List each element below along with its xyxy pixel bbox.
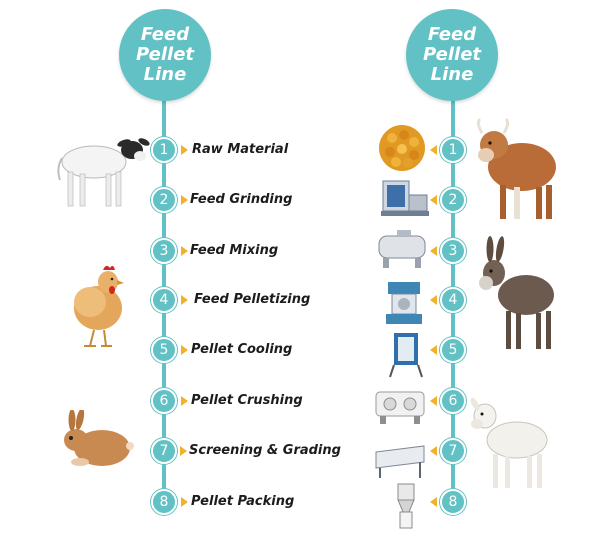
right-title-circle: Feed Pellet Line (406, 9, 498, 101)
cooler-machine (386, 329, 426, 381)
left-step-7-arrow (180, 446, 187, 456)
right-step-3-arrow (430, 246, 437, 256)
left-step-6-number: 6 (151, 388, 177, 414)
left-step-5-label: Pellet Cooling (191, 342, 292, 357)
right-step-2-arrow (430, 195, 437, 205)
cow-illustration (470, 115, 566, 223)
goat-illustration (465, 392, 555, 492)
left-title-line-2: Pellet (136, 45, 194, 65)
left-step-1-number: 1 (151, 137, 177, 163)
donkey-illustration (476, 235, 560, 353)
left-step-7-label: Screening & Grading (189, 443, 341, 458)
right-step-1-arrow (430, 145, 437, 155)
left-step-4-arrow (181, 295, 188, 305)
corn-kernels-image (378, 124, 426, 172)
mixer-machine (375, 228, 431, 272)
left-title-line-1: Feed (141, 25, 189, 45)
left-step-4-number: 4 (151, 287, 177, 313)
left-step-8-arrow (181, 497, 188, 507)
right-title-line-2: Pellet (423, 45, 481, 65)
left-title-line-3: Line (144, 65, 187, 85)
left-step-2-number: 2 (151, 187, 177, 213)
calf-illustration (52, 128, 152, 213)
hammer-mill-machine (377, 177, 431, 221)
left-step-8-label: Pellet Packing (191, 494, 294, 509)
right-step-5-arrow (430, 345, 437, 355)
right-step-6-arrow (430, 396, 437, 406)
left-step-3-label: Feed Mixing (190, 243, 278, 258)
pellet-mill-machine (380, 278, 428, 328)
right-step-2-number: 2 (440, 187, 466, 213)
left-step-6-label: Pellet Crushing (191, 393, 303, 408)
left-step-4-label: Feed Pelletizing (194, 292, 310, 307)
right-step-3-number: 3 (440, 238, 466, 264)
packing-machine (388, 482, 422, 532)
rabbit-illustration (58, 410, 134, 470)
screener-machine (370, 440, 430, 480)
left-step-2-label: Feed Grinding (190, 192, 292, 207)
left-step-1-label: Raw Material (192, 142, 288, 157)
right-step-6-number: 6 (440, 388, 466, 414)
left-step-3-arrow (181, 246, 188, 256)
right-step-7-arrow (430, 446, 437, 456)
right-title-line-1: Feed (428, 25, 476, 45)
left-title-circle: Feed Pellet Line (119, 9, 211, 101)
chicken-illustration (68, 260, 136, 352)
left-step-8-number: 8 (151, 489, 177, 515)
left-step-5-arrow (181, 345, 188, 355)
right-title-line-3: Line (431, 65, 474, 85)
left-step-7-number: 7 (151, 438, 177, 464)
right-step-7-number: 7 (440, 438, 466, 464)
left-step-2-arrow (181, 195, 188, 205)
right-step-8-arrow (430, 497, 437, 507)
right-step-8-number: 8 (440, 489, 466, 515)
right-step-4-number: 4 (440, 287, 466, 313)
crumbler-machine (372, 384, 430, 426)
left-step-5-number: 5 (151, 337, 177, 363)
left-step-1-arrow (181, 145, 188, 155)
right-step-4-arrow (430, 295, 437, 305)
right-step-1-number: 1 (440, 137, 466, 163)
left-step-6-arrow (181, 396, 188, 406)
right-step-5-number: 5 (440, 337, 466, 363)
left-step-3-number: 3 (151, 238, 177, 264)
